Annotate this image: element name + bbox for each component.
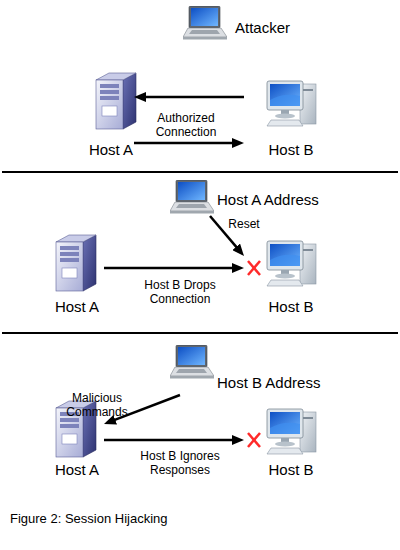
- arrow-label: Host B Drops Connection: [128, 278, 233, 306]
- server-icon: [56, 235, 96, 291]
- desktop-host: Host B: [244, 404, 320, 484]
- node-label: Host A: [84, 141, 138, 159]
- desktop-icon: [267, 81, 316, 126]
- red-cross-stroke: [248, 433, 260, 447]
- desktop-icon: [267, 409, 316, 454]
- node-label: Host A Address: [217, 191, 357, 209]
- node-label: Host B: [264, 141, 318, 159]
- arrow-connector: [104, 439, 236, 442]
- node-label: Host A: [50, 298, 104, 316]
- panel-separator: [2, 171, 398, 173]
- attacker-laptop: Host A Address: [168, 178, 358, 216]
- arrow-label: Host B Ignores Responses: [125, 449, 235, 477]
- red-cross-stroke: [248, 261, 260, 275]
- red-cross-stroke: [248, 433, 260, 447]
- arrow-connector: [142, 96, 244, 99]
- laptop-icon: [170, 345, 214, 379]
- arrow-label: Malicious Commands: [62, 391, 132, 419]
- arrow-connector: [134, 142, 236, 145]
- red-cross-stroke: [248, 261, 260, 275]
- desktop-host: Host B: [244, 74, 320, 160]
- node-label: Host B: [264, 298, 318, 316]
- arrow-label: Authorized Connection: [146, 111, 226, 139]
- node-label: Host B: [264, 461, 318, 479]
- node-label: Host A: [50, 461, 104, 479]
- server-host: Host A: [88, 70, 134, 160]
- laptop-icon: [170, 180, 214, 214]
- node-label: Attacker: [235, 19, 298, 37]
- server-host: Host A: [50, 232, 104, 318]
- desktop-icon: [267, 241, 316, 286]
- attacker-laptop: Host B Address: [168, 343, 358, 395]
- red-cross: [248, 433, 260, 447]
- server-icon: [96, 73, 136, 129]
- figure-caption: Figure 2: Session Hijacking: [10, 511, 168, 527]
- panel-separator: [2, 332, 398, 334]
- attacker-laptop: Attacker: [183, 4, 298, 42]
- desktop-host: Host B: [244, 236, 320, 318]
- node-label: Host B Address: [217, 374, 357, 392]
- arrow-connector: [104, 267, 236, 270]
- laptop-icon: [183, 6, 227, 40]
- red-cross: [248, 261, 260, 275]
- arrow-label: Reset: [228, 217, 259, 231]
